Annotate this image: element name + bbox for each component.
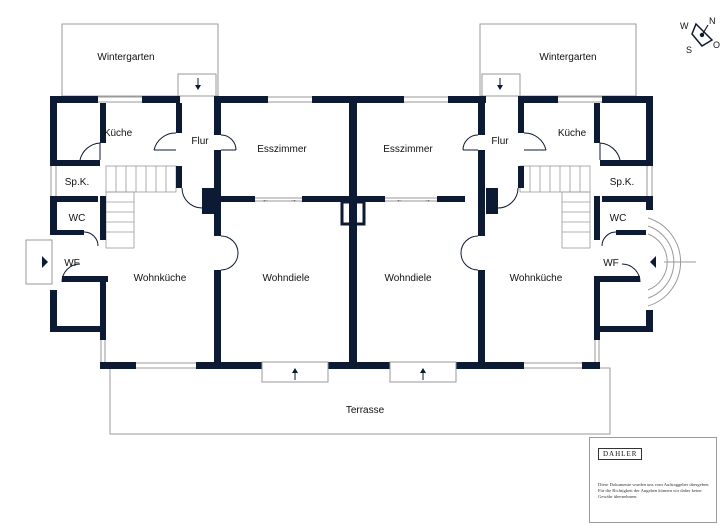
label-terrasse: Terrasse [346,405,385,416]
wintergarten-left-outline [61,23,219,97]
sliding-arrows: ← → ← → [262,197,431,204]
label-flur-left: Flur [191,136,209,147]
entrance-left [25,239,53,285]
room-labels: Wintergarten Wintergarten Küche Küche Fl… [64,52,634,416]
stairs-left [105,165,177,249]
compass-n: N [709,16,716,26]
label-wohndiele-left: Wohndiele [262,273,310,284]
label-spk-right: Sp.K. [610,177,634,188]
label-kueche-left: Küche [104,128,133,139]
label-wintergarten-right: Wintergarten [539,52,596,63]
disclaimer-box: DAHLER Diese Dokumente wurden uns vom Au… [589,437,717,523]
svg-text:→: → [290,197,297,204]
entrance-left-arrow [42,256,48,268]
entrance-right-arrow [650,256,656,268]
brand-logo: DAHLER [598,448,643,460]
compass-o: O [713,40,720,50]
compass: N W S O [680,16,720,55]
windows [50,96,653,369]
label-wf-right: WF [603,258,619,269]
svg-text:←: ← [396,197,403,204]
svg-text:←: ← [262,197,269,204]
sliding-doors [255,197,437,202]
label-flur-right: Flur [491,136,509,147]
label-spk-left: Sp.K. [65,177,89,188]
entrance-right [647,217,696,307]
svg-text:→: → [424,197,431,204]
label-wohnkueche-right: Wohnküche [510,273,563,284]
label-wohnkueche-left: Wohnküche [134,273,187,284]
label-kueche-right: Küche [558,128,587,139]
label-esszimmer-left: Esszimmer [257,144,307,155]
terrace-doors [195,78,503,383]
disclaimer-text: Diese Dokumente wurden uns vom Auftragge… [598,482,710,499]
door-swings [61,132,641,283]
compass-w: W [680,21,689,31]
terrasse-outline [109,367,611,435]
compass-s: S [686,45,692,55]
label-esszimmer-right: Esszimmer [383,144,433,155]
label-wintergarten-left: Wintergarten [97,52,154,63]
label-wc-left: WC [69,213,86,224]
label-wc-right: WC [610,213,627,224]
label-wf-left: WF [64,258,80,269]
label-wohndiele-right: Wohndiele [384,273,432,284]
walls [50,96,653,369]
stairs-right [519,165,591,249]
